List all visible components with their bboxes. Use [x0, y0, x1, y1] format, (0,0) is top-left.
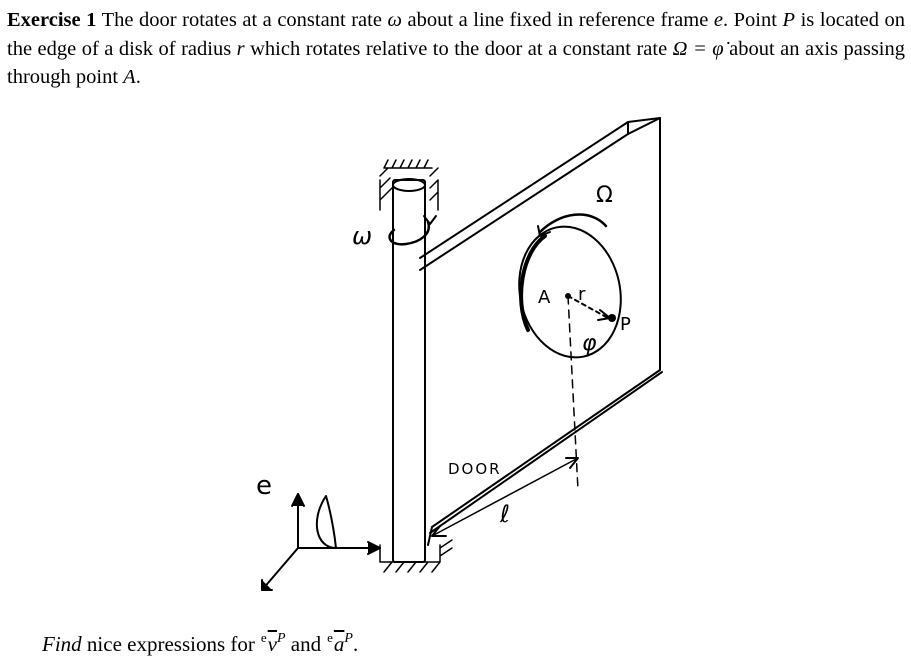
disk-rim-arc — [519, 234, 547, 332]
point-A-label: A — [538, 287, 551, 308]
exercise-label: Exercise 1 — [7, 9, 97, 31]
radius-line — [567, 295, 609, 319]
post-top — [392, 178, 426, 192]
omega-arrow — [388, 220, 431, 246]
frame-axes — [261, 493, 381, 591]
floor-hatch — [379, 539, 453, 573]
post — [392, 179, 426, 563]
door-panel — [419, 117, 661, 546]
find-word: Find — [42, 632, 82, 656]
point-P-label: P — [620, 314, 631, 335]
velocity-symbol: v — [267, 632, 277, 656]
length-dimension — [431, 457, 579, 537]
frame-e-label: e — [256, 471, 272, 501]
door-label: DOOR — [448, 460, 502, 478]
exercise-statement: Exercise 1 The door rotates at a constan… — [7, 9, 906, 88]
point-P-dot — [608, 314, 616, 322]
acceleration-symbol: a — [333, 632, 345, 656]
door-top-edge — [419, 117, 661, 271]
point-A-dot — [565, 293, 571, 299]
length-label: ℓ — [499, 500, 510, 528]
ceiling-hatch — [379, 159, 439, 211]
disk-rotation-arrow — [538, 213, 608, 234]
omega-label: ω — [352, 222, 372, 250]
Omega-label: Ω — [596, 183, 613, 208]
angle-label: φ — [582, 331, 597, 356]
frame-swoosh — [316, 495, 337, 549]
radius-label: r — [578, 284, 586, 305]
